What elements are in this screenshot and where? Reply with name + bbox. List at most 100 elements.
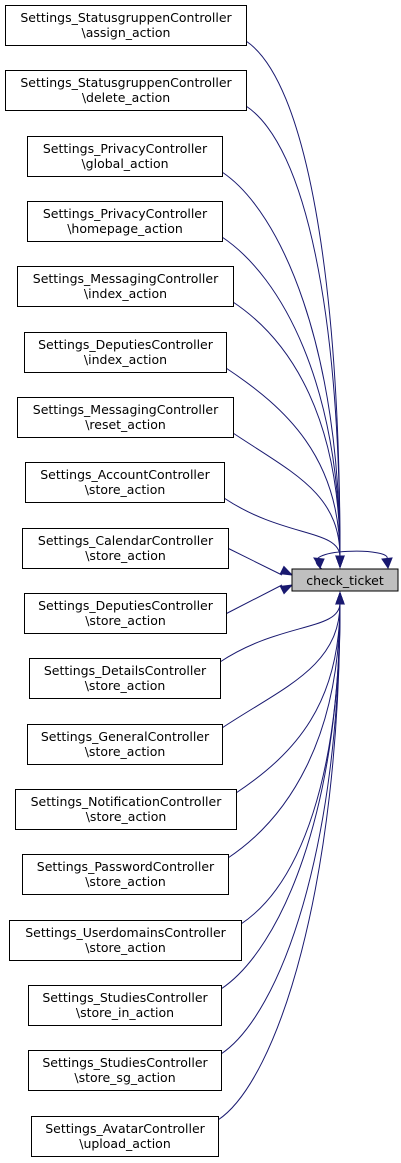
call-edge [220, 602, 341, 1055]
caller-node-method: \assign_action [82, 25, 171, 40]
caller-node[interactable]: Settings_DeputiesController\store_action [24, 593, 227, 634]
caller-node-box[interactable] [27, 201, 223, 242]
caller-node-box[interactable] [28, 1050, 222, 1091]
call-edge [223, 497, 341, 558]
call-edge [221, 171, 341, 558]
caller-node-label: Settings_NotificationController [31, 794, 223, 809]
caller-node[interactable]: Settings_UserdomainsController\store_act… [9, 920, 242, 961]
caller-node-method: \store_action [85, 613, 166, 628]
caller-node-box[interactable] [5, 5, 247, 46]
caller-node-box[interactable] [29, 658, 221, 699]
caller-node[interactable]: Settings_AccountController\store_action [25, 462, 225, 503]
caller-node-method: \reset_action [85, 417, 166, 432]
caller-node[interactable]: Settings_NotificationController\store_ac… [15, 789, 237, 830]
target-node[interactable]: check_ticket [291, 568, 399, 592]
caller-node-label: Settings_MessagingController [33, 402, 219, 417]
caller-node-method: \global_action [81, 156, 168, 171]
caller-node-label: Settings_UserdomainsController [25, 925, 226, 940]
caller-node-label: Settings_DeputiesController [38, 598, 214, 613]
call-edge [245, 105, 341, 558]
edge-arrowhead [335, 555, 345, 569]
caller-node-method: \store_action [85, 678, 166, 693]
call-edge [221, 236, 341, 558]
self-loop-arrowhead [381, 557, 393, 570]
caller-node-box[interactable] [22, 528, 229, 569]
caller-node-box[interactable] [17, 397, 234, 438]
caller-node[interactable]: Settings_StatusgruppenController\assign_… [5, 5, 247, 46]
call-edge [245, 40, 341, 558]
self-loop-edge [315, 550, 388, 570]
caller-node[interactable]: Settings_PrivacyController\global_action [27, 136, 223, 177]
call-edge [217, 602, 341, 1121]
caller-node-method: \store_sg_action [74, 1070, 175, 1085]
caller-node-box[interactable] [5, 70, 247, 111]
caller-node-box[interactable] [22, 854, 229, 895]
call-edge [225, 367, 341, 558]
caller-node-method: \homepage_action [67, 221, 183, 236]
caller-node-method: \store_action [85, 940, 166, 955]
caller-node[interactable]: Settings_CalendarController\store_action [22, 528, 229, 569]
edge-arrowhead [279, 565, 294, 576]
edge-arrowhead [279, 584, 294, 595]
caller-node-method: \store_action [85, 548, 166, 563]
caller-node[interactable]: Settings_PrivacyController\homepage_acti… [27, 201, 223, 242]
call-edge [220, 602, 341, 990]
caller-node-box[interactable] [27, 136, 223, 177]
caller-node-box[interactable] [28, 985, 222, 1026]
caller-node-method: \store_action [86, 809, 167, 824]
caller-node-label: Settings_PrivacyController [43, 206, 208, 221]
caller-node[interactable]: Settings_PasswordController\store_action [22, 854, 229, 895]
target-node-label: check_ticket [306, 573, 384, 588]
caller-node[interactable]: Settings_DetailsController\store_action [29, 658, 221, 699]
caller-node-label: Settings_PasswordController [37, 859, 215, 874]
target-node-box[interactable] [291, 568, 399, 592]
caller-node-label: Settings_MessagingController [33, 271, 219, 286]
edges [217, 40, 393, 1121]
caller-node-label: Settings_AccountController [40, 467, 210, 482]
caller-node-box[interactable] [31, 1116, 219, 1157]
call-edge [235, 602, 341, 794]
caller-node[interactable]: Settings_StatusgruppenController\delete_… [5, 70, 247, 111]
caller-node-label: Settings_DetailsController [44, 663, 207, 678]
call-edge [219, 602, 341, 663]
caller-node-label: Settings_CalendarController [38, 533, 214, 548]
caller-node[interactable]: Settings_StudiesController\store_sg_acti… [28, 1050, 222, 1091]
caller-node[interactable]: Settings_GeneralController\store_action [27, 724, 223, 765]
caller-node-label: Settings_StudiesController [42, 990, 208, 1005]
caller-node-label: Settings_DeputiesController [38, 337, 214, 352]
caller-node-method: \index_action [84, 286, 167, 301]
caller-node-label: Settings_StatusgruppenController [20, 10, 232, 25]
call-edge [232, 432, 341, 558]
caller-node-label: Settings_PrivacyController [43, 141, 208, 156]
caller-node[interactable]: Settings_MessagingController\index_actio… [17, 266, 234, 307]
caller-node-box[interactable] [25, 462, 225, 503]
caller-node-box[interactable] [24, 332, 227, 373]
call-edge [226, 584, 283, 614]
call-edge [227, 602, 341, 859]
caller-node-method: \store_action [85, 482, 166, 497]
caller-node-box[interactable] [17, 266, 234, 307]
call-edge [232, 301, 341, 558]
caller-node[interactable]: Settings_AvatarController\upload_action [31, 1116, 219, 1157]
caller-node-label: Settings_AvatarController [45, 1121, 205, 1136]
edge-arrowhead [335, 591, 345, 605]
caller-node-box[interactable] [15, 789, 237, 830]
caller-node-method: \store_in_action [76, 1005, 174, 1020]
self-loop-arrowhead [313, 557, 325, 570]
caller-node-box[interactable] [24, 593, 227, 634]
caller-node[interactable]: Settings_MessagingController\reset_actio… [17, 397, 234, 438]
caller-node-label: Settings_StatusgruppenController [20, 75, 232, 90]
call-edge [228, 548, 283, 576]
caller-node[interactable]: Settings_DeputiesController\index_action [24, 332, 227, 373]
caller-node-box[interactable] [9, 920, 242, 961]
caller-nodes: Settings_StatusgruppenController\assign_… [5, 5, 247, 1157]
caller-node-label: Settings_StudiesController [42, 1055, 208, 1070]
caller-node-method: \delete_action [82, 90, 170, 105]
caller-node-method: \upload_action [79, 1136, 171, 1151]
caller-node[interactable]: Settings_StudiesController\store_in_acti… [28, 985, 222, 1026]
call-edge [221, 602, 341, 729]
caller-node-method: \index_action [84, 352, 167, 367]
caller-node-method: \store_action [85, 744, 166, 759]
caller-node-box[interactable] [27, 724, 223, 765]
